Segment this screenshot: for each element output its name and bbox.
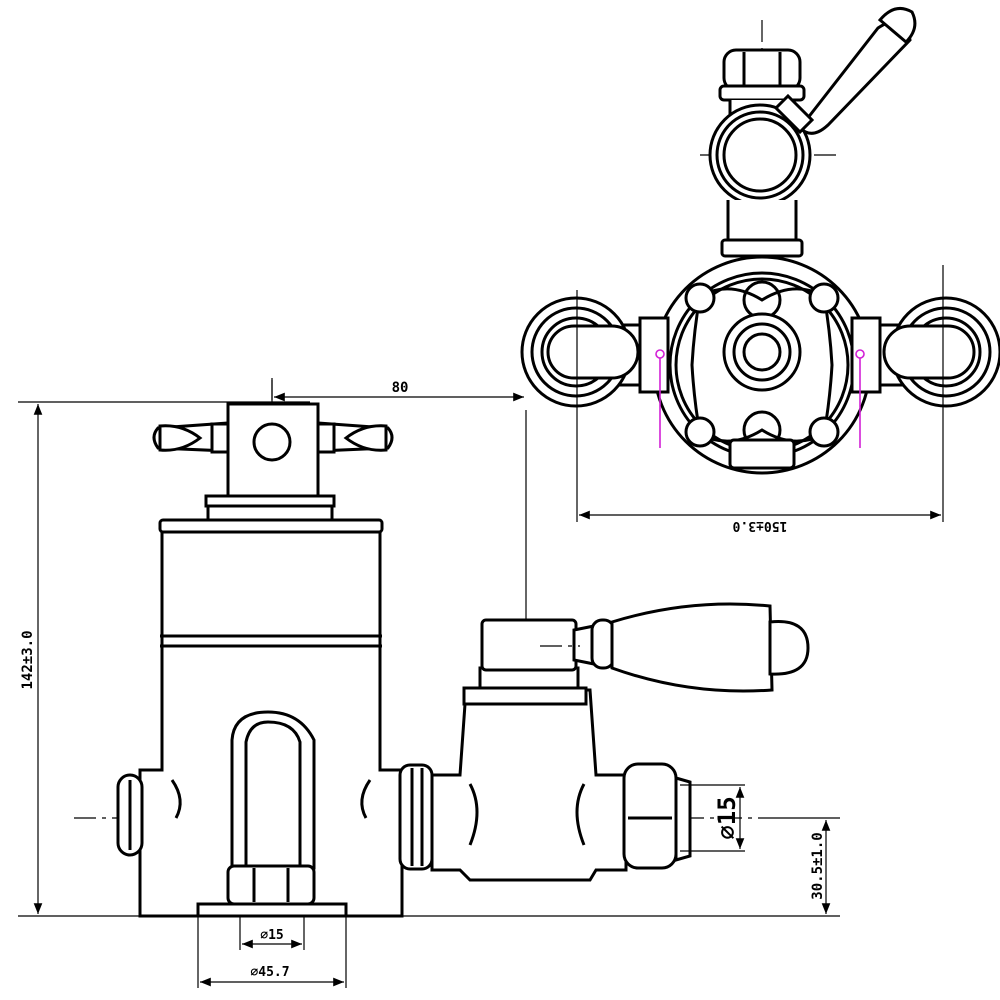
- right-valve-curve-right: [575, 783, 586, 846]
- dim-outlet-label: ⌀15: [713, 796, 741, 839]
- right-valve-head: [480, 618, 616, 672]
- stem-collar: [720, 238, 804, 258]
- body-cap: [158, 518, 384, 534]
- dim-80-label: 80: [392, 380, 409, 396]
- outlet-elbow-inner: [244, 720, 302, 866]
- base-hex-nut: [226, 864, 316, 906]
- right-lever-handle: [610, 602, 810, 693]
- center-hub-mid: [732, 322, 792, 382]
- dim-15-label: ⌀15: [260, 928, 283, 943]
- right-valve-collar-2: [462, 686, 588, 706]
- dim-305-label: 30.5±1.0: [810, 832, 826, 899]
- right-valve-body: [430, 688, 628, 882]
- front-view: 80 142±3.0: [18, 378, 840, 988]
- right-curve: [360, 779, 372, 819]
- right-outlet-nut: [622, 762, 692, 870]
- dim-142-label: 142±3.0: [20, 630, 36, 689]
- upper-valve-core: [722, 117, 798, 193]
- cross-handle-front: [152, 402, 394, 498]
- dim-457-label: ⌀45.7: [250, 965, 289, 980]
- bottom-outlet: [728, 438, 796, 470]
- top-nut: [718, 48, 806, 102]
- connector-ring: [398, 763, 434, 871]
- upper-collar-2: [206, 504, 334, 522]
- top-view: 150±3.0: [520, 6, 1000, 533]
- diagonal-lever-handle: [773, 6, 917, 135]
- left-cap: [116, 773, 144, 857]
- center-hub-inner: [742, 332, 782, 372]
- cross-handle-top-view: [684, 280, 840, 450]
- right-valve-curve-left: [468, 783, 479, 846]
- upper-stem: [726, 200, 798, 242]
- left-curve: [170, 779, 182, 819]
- upper-valve-inner-ring: [715, 110, 805, 200]
- right-arm: [850, 296, 1000, 408]
- outlet-elbow: [230, 710, 316, 870]
- left-arm: [520, 296, 670, 408]
- base-flange: [196, 902, 348, 918]
- pink-markers: [655, 349, 865, 448]
- dim-150-label: 150±3.0: [732, 518, 787, 533]
